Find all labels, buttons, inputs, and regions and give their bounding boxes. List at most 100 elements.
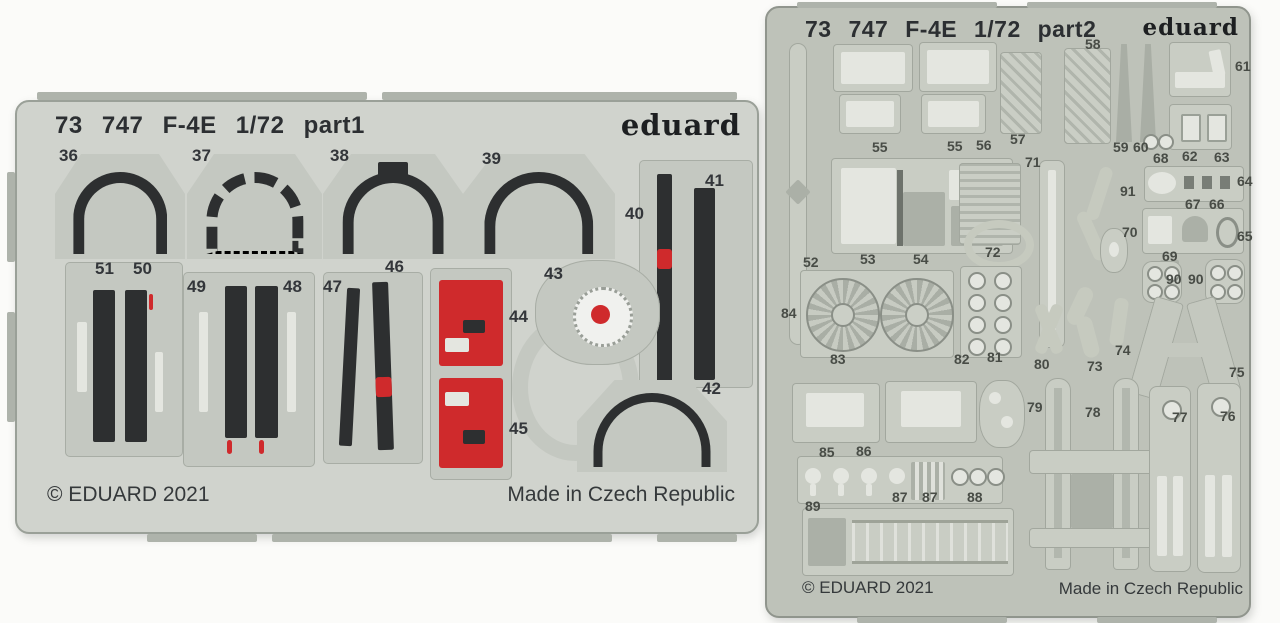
part-58-plate xyxy=(1064,48,1111,144)
keyhole xyxy=(833,468,849,484)
etch-detail xyxy=(1220,176,1230,189)
seat-silhouette xyxy=(1175,72,1225,88)
part-number-label: 91 xyxy=(1120,183,1136,199)
part-50-51-panel xyxy=(65,262,183,457)
etch-detail xyxy=(928,101,979,127)
etch-detail xyxy=(1227,284,1243,300)
etch-detail xyxy=(205,172,304,254)
part-number-label: 55 xyxy=(947,138,963,154)
etch-detail xyxy=(903,192,945,246)
sheet1-copyright: © EDUARD 2021 xyxy=(47,483,210,506)
part-76-fork xyxy=(1197,383,1241,573)
etch-detail xyxy=(987,468,1005,486)
etch-detail xyxy=(484,172,594,254)
pe-plate xyxy=(839,94,901,134)
part-number-label: 66 xyxy=(1209,196,1225,212)
fret-edge-strip xyxy=(657,534,737,542)
etch-detail xyxy=(73,172,167,254)
part-77-fork xyxy=(1149,386,1191,572)
etch-detail xyxy=(1148,216,1172,244)
etch-detail xyxy=(806,393,864,427)
part-42-arch xyxy=(577,380,727,472)
etch-detail xyxy=(227,440,232,454)
part-number-label: 70 xyxy=(1122,224,1138,240)
buckle xyxy=(968,272,986,290)
fan-hub xyxy=(831,303,855,327)
part-89-ladder xyxy=(802,508,1014,576)
part-78-frame xyxy=(1029,378,1155,570)
part-number-label: 90 xyxy=(1166,271,1182,287)
etch-detail xyxy=(445,338,469,352)
part-87-88-strip xyxy=(797,456,1005,504)
fret-edge-strip xyxy=(37,92,367,100)
etch-detail xyxy=(1211,397,1231,417)
etch-detail xyxy=(1157,476,1167,556)
part-36-arch xyxy=(55,154,185,259)
part-number-label: 86 xyxy=(856,443,872,459)
part-number-label: 72 xyxy=(985,244,1001,260)
part-64-plate xyxy=(1144,166,1244,202)
etch-detail xyxy=(846,101,894,127)
etch-detail xyxy=(1071,474,1113,528)
bell-shape xyxy=(1182,216,1208,242)
part-number-label: 77 xyxy=(1172,409,1188,425)
part-number-label: 80 xyxy=(1034,356,1050,372)
part-44-handle xyxy=(439,280,503,366)
part-number-label: 87 xyxy=(892,489,908,505)
eduard-logo: eduard xyxy=(620,108,741,142)
part-62-63-plate xyxy=(1169,104,1232,150)
etch-detail xyxy=(951,468,969,486)
keyhole xyxy=(810,484,816,496)
part-52-strip xyxy=(785,43,811,345)
part-number-label: 83 xyxy=(830,351,846,367)
etch-detail xyxy=(155,352,163,412)
part-number-label: 62 xyxy=(1182,148,1198,164)
keyhole xyxy=(866,484,872,496)
etch-detail xyxy=(445,392,469,406)
etch-detail xyxy=(989,392,1001,404)
etch-detail xyxy=(287,312,296,412)
part-number-label: 67 xyxy=(1185,196,1201,212)
part-number-label: 78 xyxy=(1085,404,1101,420)
part-59-60-legs xyxy=(1112,44,1162,144)
etch-detail xyxy=(1207,114,1227,142)
part-45-handle xyxy=(439,378,503,468)
etch-detail xyxy=(1205,475,1215,557)
etch-detail xyxy=(463,430,485,444)
etch-detail xyxy=(463,320,485,333)
part-number-label: 48 xyxy=(283,277,302,296)
part-number-label: 56 xyxy=(976,137,992,153)
part-55-mirror xyxy=(919,42,997,92)
etch-detail xyxy=(1173,476,1183,556)
part-90-cluster xyxy=(1142,261,1182,303)
keyhole xyxy=(838,484,844,496)
etch-detail xyxy=(1074,314,1102,360)
sheet1-made-in: Made in Czech Republic xyxy=(507,483,735,506)
part-number-label: 54 xyxy=(913,251,929,267)
part-57-plate xyxy=(1000,52,1042,134)
part-number-label: 45 xyxy=(509,419,528,438)
part-85-tub xyxy=(792,383,880,443)
part-number-label: 76 xyxy=(1220,408,1236,424)
part-41-rail xyxy=(694,188,715,380)
fret-edge-strip xyxy=(147,534,257,542)
part-number-label: 73 xyxy=(1087,358,1103,374)
etch-detail xyxy=(1222,475,1232,557)
part-number-label: 75 xyxy=(1229,364,1245,380)
part-number-label: 50 xyxy=(133,259,152,278)
mirror-face xyxy=(927,50,989,84)
part-number-label: 46 xyxy=(385,257,404,276)
part-61-seat-plate xyxy=(1169,42,1231,97)
part-number-label: 36 xyxy=(59,146,78,165)
etch-detail xyxy=(785,179,811,205)
fret-edge-strip xyxy=(382,92,737,100)
buckle xyxy=(968,338,986,356)
part-number-label: 41 xyxy=(705,171,724,190)
buckle xyxy=(968,294,986,312)
part-number-label: 49 xyxy=(187,277,206,296)
part-number-label: 68 xyxy=(1153,150,1169,166)
etch-detail xyxy=(1210,265,1226,281)
part-number-label: 39 xyxy=(482,149,501,168)
part-number-label: 82 xyxy=(954,351,970,367)
